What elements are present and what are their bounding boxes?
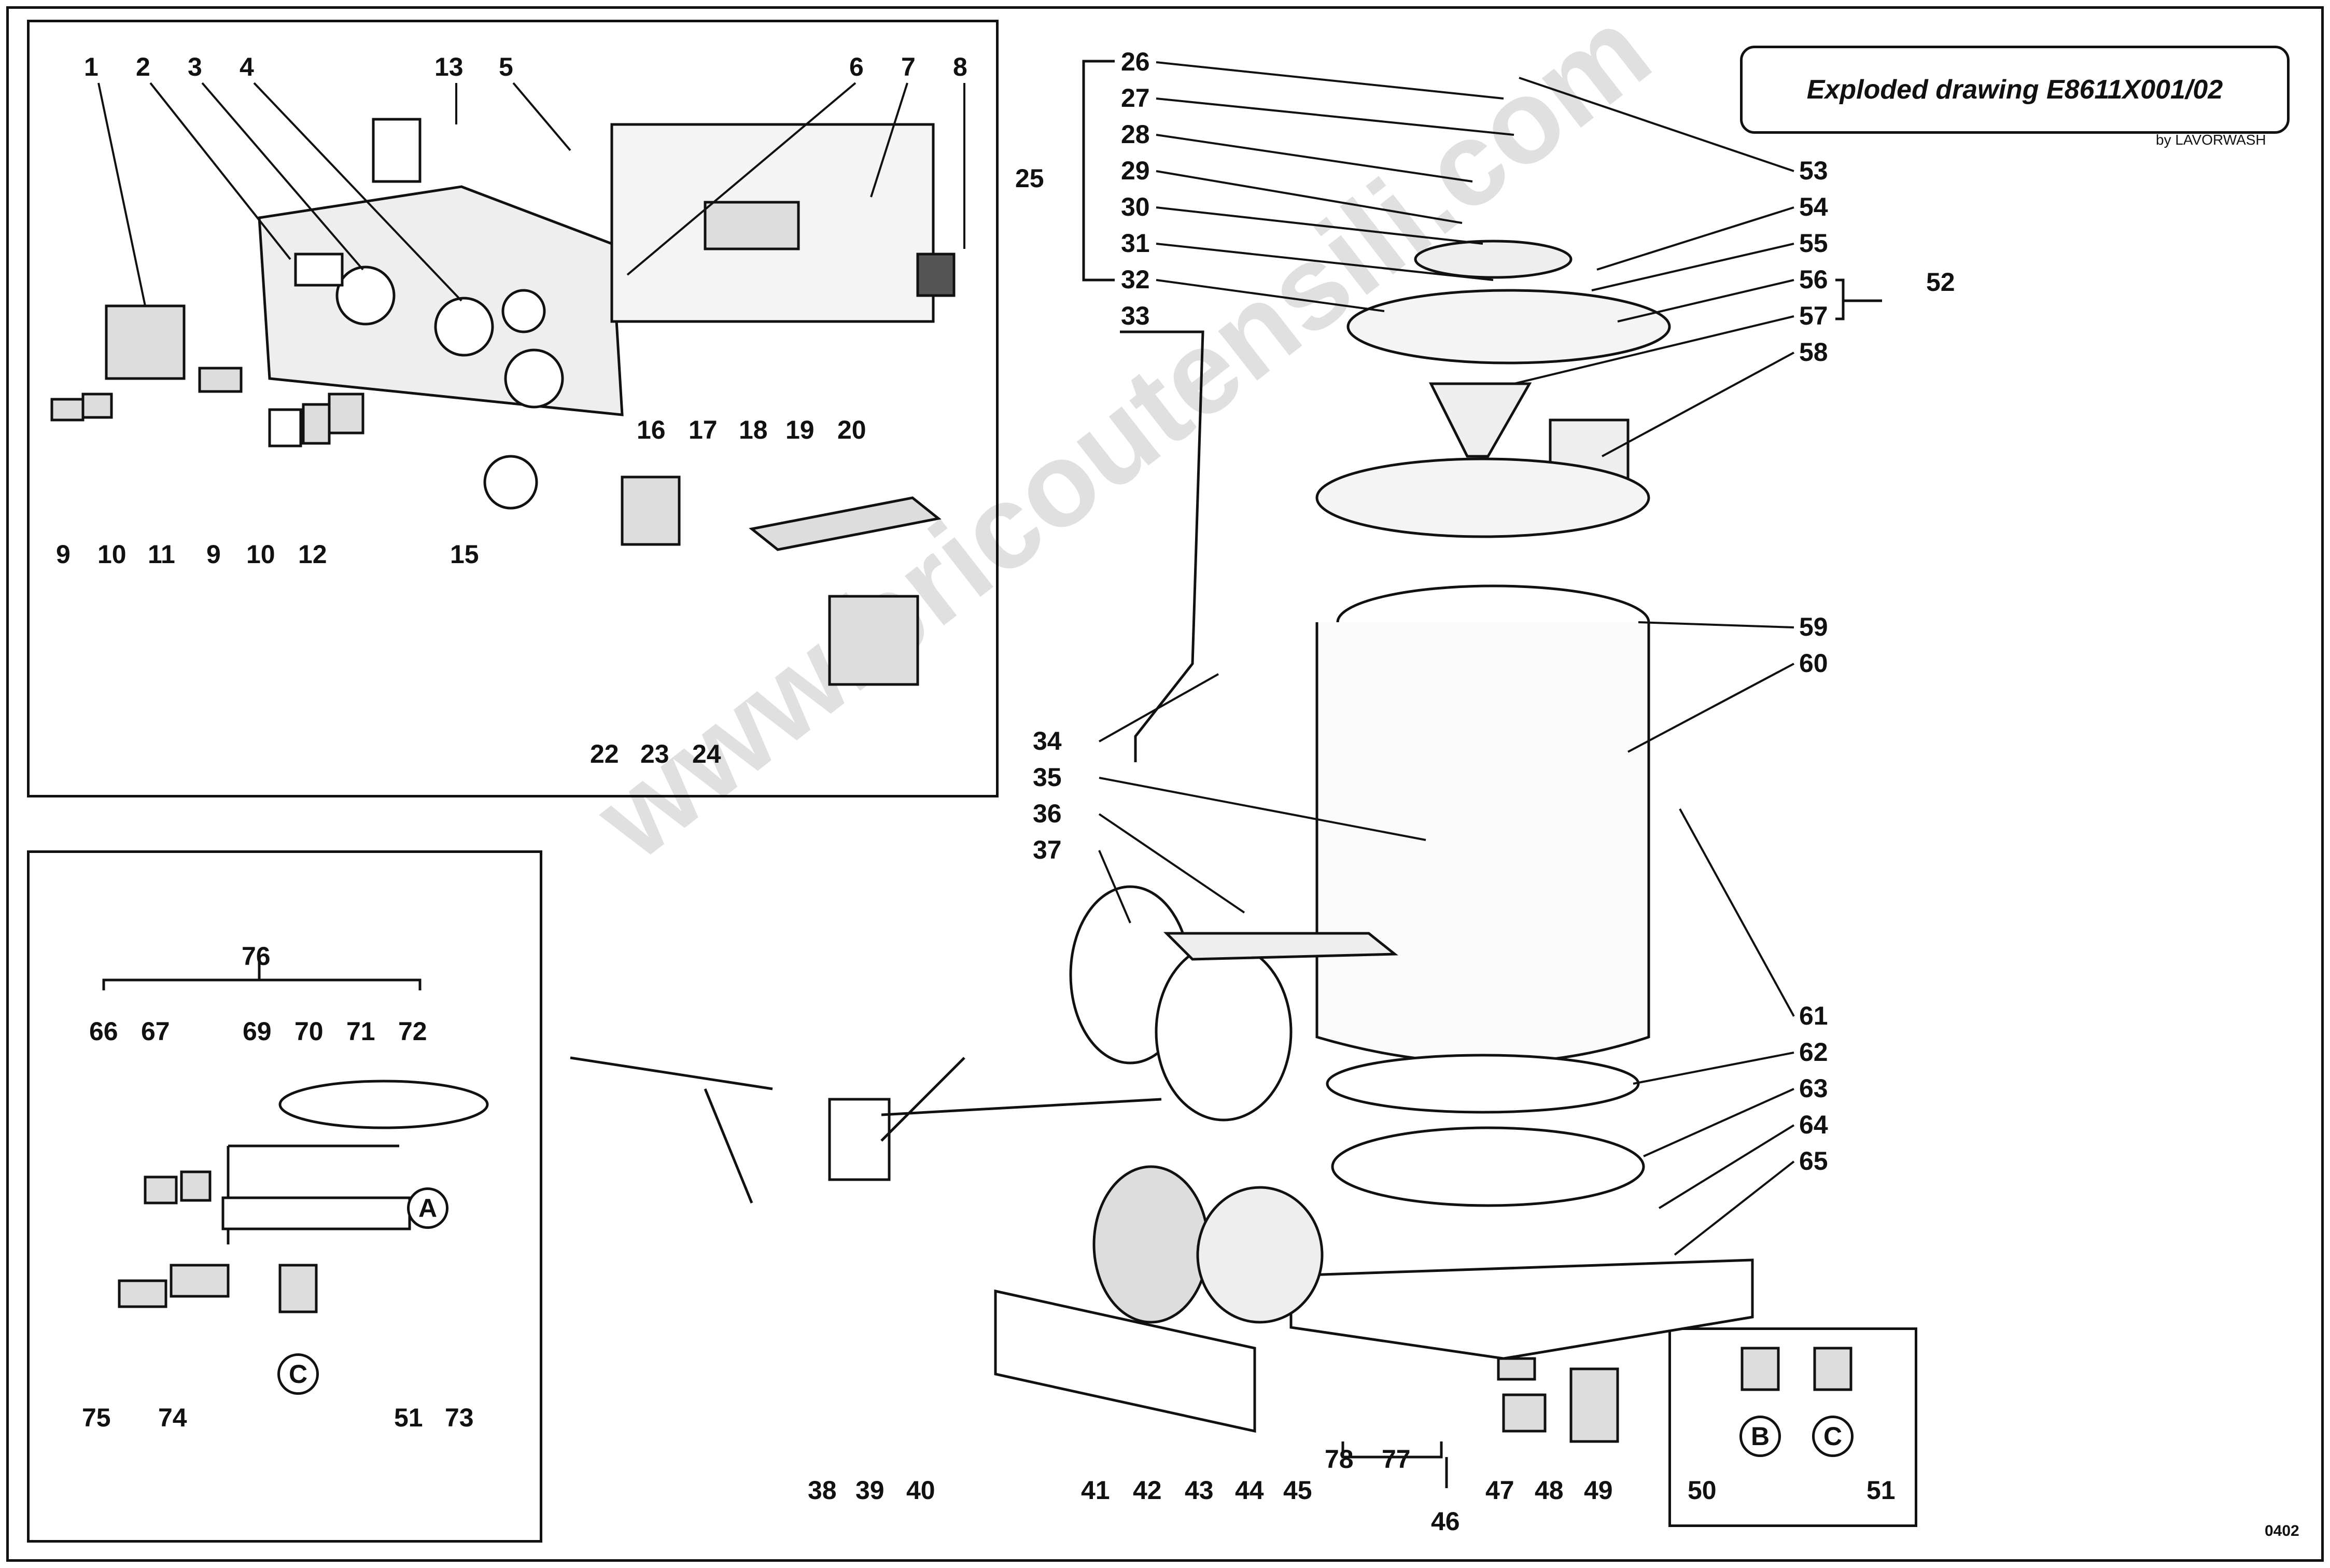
callout-10a: 10: [97, 540, 127, 569]
callout-11: 11: [148, 540, 175, 569]
callout-69: 69: [243, 1017, 272, 1046]
callout-8: 8: [953, 52, 967, 81]
callout-6: 6: [849, 52, 864, 81]
callout-57: 57: [1799, 301, 1828, 330]
callout-37: 37: [1033, 835, 1062, 864]
callout-17: 17: [689, 415, 718, 444]
callout-9a: 9: [56, 540, 71, 569]
callout-34: 34: [1033, 726, 1062, 755]
callout-70: 70: [294, 1017, 324, 1046]
callout-38: 38: [808, 1476, 837, 1505]
callout-7: 7: [901, 52, 916, 81]
callout-60: 60: [1799, 649, 1828, 678]
brand-label: by LAVORWASH: [2156, 132, 2266, 148]
callout-16: 16: [637, 415, 666, 444]
callout-15: 15: [450, 540, 479, 569]
callout-77: 77: [1382, 1445, 1411, 1474]
callout-31: 31: [1121, 229, 1150, 258]
callout-61: 61: [1799, 1001, 1828, 1030]
callout-78: 78: [1325, 1445, 1354, 1474]
callout-46: 46: [1431, 1507, 1460, 1536]
callout-41: 41: [1081, 1476, 1110, 1505]
callout-25: 25: [1015, 164, 1044, 193]
drawing-title: Exploded drawing E8611X001/02: [1806, 75, 2223, 105]
callout-26: 26: [1121, 47, 1150, 76]
callout-9b: 9: [206, 540, 221, 569]
connections-detail-box: [1668, 1327, 1917, 1527]
callout-24: 24: [692, 739, 721, 768]
callout-74: 74: [158, 1403, 187, 1432]
callout-23: 23: [640, 739, 669, 768]
callout-18: 18: [739, 415, 768, 444]
callout-52: 52: [1926, 268, 1955, 297]
callout-27: 27: [1121, 83, 1150, 113]
callout-32: 32: [1121, 265, 1150, 294]
callout-67: 67: [141, 1017, 170, 1046]
callout-48: 48: [1535, 1476, 1564, 1505]
callout-4: 4: [240, 52, 254, 81]
callout-53: 53: [1799, 156, 1828, 185]
callout-51a: 51: [394, 1403, 423, 1432]
callout-10b: 10: [246, 540, 275, 569]
callout-5: 5: [499, 52, 513, 81]
callout-29: 29: [1121, 156, 1150, 185]
callout-73: 73: [445, 1403, 474, 1432]
callout-22: 22: [590, 739, 619, 768]
callout-62: 62: [1799, 1038, 1828, 1067]
callout-44: 44: [1235, 1476, 1264, 1505]
drawing-code: 0402: [2265, 1522, 2299, 1539]
callout-56: 56: [1799, 265, 1828, 294]
callout-58: 58: [1799, 338, 1828, 367]
callout-12: 12: [298, 540, 327, 569]
callout-50: 50: [1688, 1476, 1717, 1505]
callout-64: 64: [1799, 1110, 1828, 1139]
callout-30: 30: [1121, 192, 1150, 221]
connection-label-c-right: C: [1812, 1416, 1854, 1457]
callout-76: 76: [242, 942, 271, 971]
callout-1: 1: [84, 52, 99, 81]
callout-40: 40: [906, 1476, 935, 1505]
callout-2: 2: [136, 52, 150, 81]
callout-36: 36: [1033, 799, 1062, 828]
callout-66: 66: [89, 1017, 118, 1046]
connection-label-b: B: [1739, 1416, 1781, 1457]
callout-45: 45: [1283, 1476, 1312, 1505]
connection-label-c-left: C: [277, 1353, 319, 1395]
title-box: Exploded drawing E8611X001/02: [1740, 46, 2290, 134]
callout-3: 3: [188, 52, 202, 81]
callout-13: 13: [434, 52, 464, 81]
callout-75: 75: [82, 1403, 111, 1432]
callout-19: 19: [785, 415, 815, 444]
callout-63: 63: [1799, 1074, 1828, 1103]
callout-49: 49: [1584, 1476, 1613, 1505]
callout-20: 20: [837, 415, 866, 444]
connection-label-a: A: [407, 1187, 448, 1229]
callout-54: 54: [1799, 192, 1828, 221]
callout-71: 71: [346, 1017, 375, 1046]
callout-72: 72: [398, 1017, 427, 1046]
callout-47: 47: [1485, 1476, 1514, 1505]
callout-51b: 51: [1866, 1476, 1896, 1505]
callout-28: 28: [1121, 120, 1150, 149]
callout-42: 42: [1133, 1476, 1162, 1505]
callout-39: 39: [855, 1476, 885, 1505]
callout-35: 35: [1033, 763, 1062, 792]
callout-59: 59: [1799, 612, 1828, 641]
callout-65: 65: [1799, 1146, 1828, 1175]
callout-33: 33: [1121, 301, 1150, 330]
callout-55: 55: [1799, 229, 1828, 258]
callout-43: 43: [1185, 1476, 1214, 1505]
